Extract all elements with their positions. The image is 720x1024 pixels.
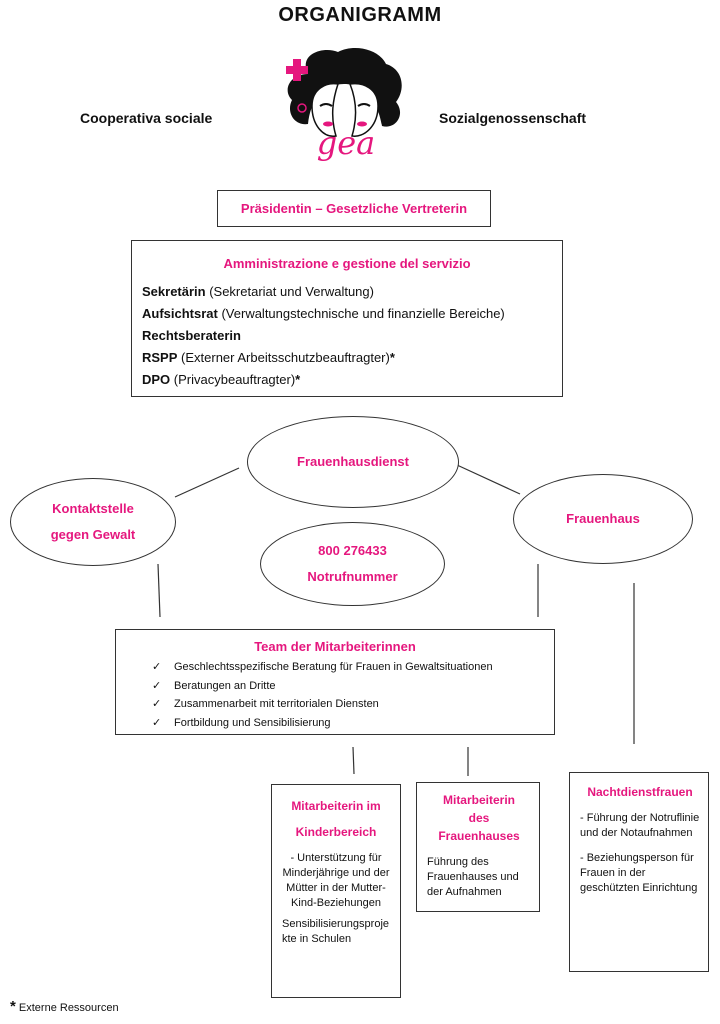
admin-line-aufsichtsrat: Aufsichtsrat (Verwaltungstechnische und … [142, 306, 505, 321]
kinder-text-2: Sensibilisierungsprojekte in Schulen [282, 918, 390, 945]
president-box: Präsidentin – Gesetzliche Vertreterin [217, 190, 491, 227]
admin-line-dpo: DPO (Privacybeauftragter)* [142, 372, 301, 387]
connector-frauenhausdienst-frauenhaus [456, 464, 521, 495]
nacht-box: Nachtdienstfrauen - Führung der Notrufli… [569, 772, 709, 972]
footnote: * Externe Ressourcen [10, 998, 119, 1015]
admin-box: Amministrazione e gestione del servizio … [131, 240, 563, 397]
ellipse-kontaktstelle: Kontaktstelle gegen Gewalt [10, 478, 176, 566]
sozialgenossenschaft-label: Sozialgenossenschaft [439, 110, 587, 126]
gea-logo: gea [278, 44, 410, 184]
check-icon: ✓ [152, 698, 162, 710]
check-icon: ✓ [152, 661, 162, 673]
ellipse-notrufnummer: 800 276433 Notrufnummer [260, 522, 445, 606]
footnote-text: Externe Ressourcen [18, 1002, 119, 1014]
logo-wordmark: gea [316, 124, 376, 162]
ellipse-frauenhaus: Frauenhaus [513, 474, 693, 564]
team-item: ✓Zusammenarbeit mit territorialen Dienst… [152, 695, 554, 714]
woman-face-logo-icon [286, 48, 402, 137]
admin-title: Amministrazione e gestione del servizio [223, 256, 471, 271]
ellipse-frauenhausdienst: Frauenhausdienst [247, 416, 459, 508]
team-item: ✓Beratungen an Dritte [152, 677, 554, 696]
staff-title-3: Frauenhauses [438, 829, 520, 843]
staff-title-2: des [468, 811, 490, 825]
frauenhaus-staff-box: Mitarbeiterin des Frauenhauses Führung d… [416, 782, 540, 912]
admin-line-rspp: RSPP (Externer Arbeitsschutzbeauftragter… [142, 350, 395, 365]
kinder-title-2: Kinderbereich [295, 825, 377, 839]
connector-team-kinder [352, 746, 355, 775]
staff-title-1: Mitarbeiterin [442, 793, 515, 807]
president-label: Präsidentin – Gesetzliche Vertreterin [240, 201, 468, 216]
admin-line-sekretaerin: Sekretärin (Sekretariat und Verwaltung) [142, 284, 374, 299]
page-title: ORGANIGRAMM [278, 4, 442, 26]
admin-line-rechtsberaterin: Rechtsberaterin [142, 328, 241, 343]
cooperativa-label: Cooperativa sociale [80, 110, 213, 126]
check-icon: ✓ [152, 716, 162, 729]
nacht-title: Nachtdienstfrauen [587, 785, 693, 799]
kinder-box: Mitarbeiterin im Kinderbereich - Unterst… [271, 784, 401, 998]
team-title: Team der Mitarbeiterinnen [254, 639, 416, 654]
nacht-text-1: - Führung der Notruflinie und der Notauf… [580, 812, 700, 839]
check-icon: ✓ [152, 679, 162, 692]
staff-text: Führung des Frauenhauses und der Aufnahm… [427, 856, 519, 898]
connector-kontakt-team [157, 563, 161, 618]
kinder-title-1: Mitarbeiterin im [291, 799, 381, 813]
team-item: ✓Fortbildung und Sensibilisierung [152, 714, 554, 733]
connector-kontakt-frauenhausdienst [174, 467, 240, 498]
kinder-text-1: - Unterstützung für Minderjährige und de… [282, 852, 390, 909]
nacht-text-2: - Beziehungsperson für Frauen in der ges… [580, 852, 698, 894]
team-box: Team der Mitarbeiterinnen ✓Geschlechtssp… [115, 629, 555, 735]
team-item: ✓Geschlechtsspezifische Beratung für Fra… [152, 658, 554, 677]
